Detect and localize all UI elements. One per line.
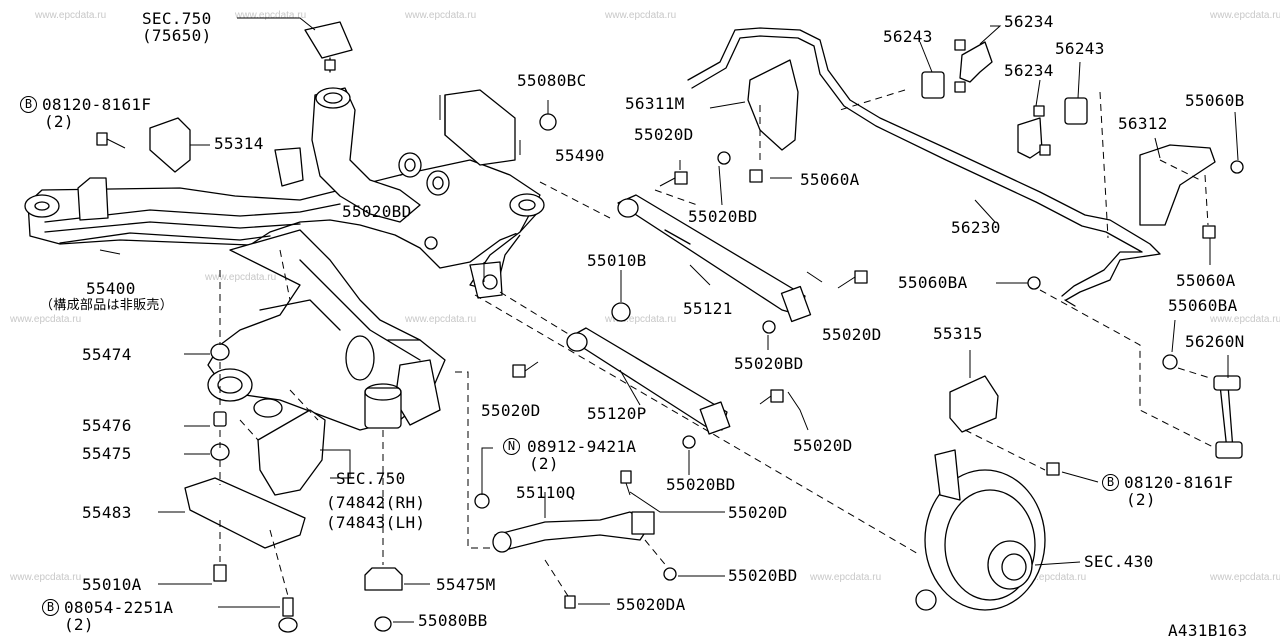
mount-stack-left bbox=[184, 343, 306, 633]
label-55010a[interactable]: 55010A bbox=[82, 575, 142, 594]
label-55020bd-a[interactable]: 55020BD bbox=[342, 202, 412, 221]
label-55400-note: （構成部品は非販売） bbox=[40, 298, 174, 313]
label-55120p[interactable]: 55120P bbox=[587, 404, 647, 423]
label-55490[interactable]: 55490 bbox=[555, 146, 605, 165]
label-55476[interactable]: 55476 bbox=[82, 416, 132, 435]
label-sec750-mid[interactable]: SEC.750 bbox=[336, 469, 406, 488]
label-sec750-top[interactable]: SEC.750 bbox=[142, 9, 212, 28]
label-55121[interactable]: 55121 bbox=[683, 299, 733, 318]
label-55315[interactable]: 55315 bbox=[933, 324, 983, 343]
axle-hub-sec430 bbox=[915, 449, 1046, 611]
label-56312[interactable]: 56312 bbox=[1118, 114, 1168, 133]
label-74842-rh[interactable]: (74842(RH) bbox=[326, 493, 426, 512]
bolt-mark-b: B bbox=[42, 599, 59, 616]
label-55060ba-a[interactable]: 55060BA bbox=[898, 273, 968, 292]
link-55121 bbox=[617, 194, 812, 323]
bolt-mark-b: B bbox=[20, 96, 37, 113]
label-08054-2251a-qty: (2) bbox=[64, 615, 94, 634]
label-55060a-b[interactable]: 55060A bbox=[1176, 271, 1236, 290]
label-55080bc[interactable]: 55080BC bbox=[517, 71, 587, 90]
bracket-56311m bbox=[747, 59, 799, 151]
label-56230[interactable]: 56230 bbox=[951, 218, 1001, 237]
watermark: www.epcdata.ru bbox=[235, 10, 307, 21]
label-55020bd-c[interactable]: 55020BD bbox=[734, 354, 804, 373]
watermark: www.epcdata.ru bbox=[605, 314, 677, 325]
watermark: www.epcdata.ru bbox=[1210, 314, 1280, 325]
watermark: www.epcdata.ru bbox=[10, 314, 82, 325]
label-08120-8161f-top-qty: (2) bbox=[44, 112, 74, 131]
label-55020d-b[interactable]: 55020D bbox=[822, 325, 882, 344]
label-08912-9421a[interactable]: 08912-9421A bbox=[527, 437, 637, 456]
clamp-56234-b bbox=[1017, 117, 1043, 159]
rear-suspension-member bbox=[24, 87, 545, 431]
label-56243-a[interactable]: 56243 bbox=[883, 27, 933, 46]
label-08120-8161f-top[interactable]: 08120-8161F bbox=[42, 95, 152, 114]
label-55020bd-e[interactable]: 55020BD bbox=[728, 566, 798, 585]
label-55020d-c[interactable]: 55020D bbox=[481, 401, 541, 420]
label-55475m[interactable]: 55475M bbox=[436, 575, 496, 594]
label-55020bd-b[interactable]: 55020BD bbox=[688, 207, 758, 226]
watermark: www.epcdata.ru bbox=[10, 572, 82, 583]
bracket-55315 bbox=[949, 375, 999, 433]
label-55474[interactable]: 55474 bbox=[82, 345, 132, 364]
clamp-56234-a bbox=[959, 41, 993, 83]
label-55010b[interactable]: 55010B bbox=[587, 251, 647, 270]
stabilizer-bar-56230 bbox=[687, 27, 1161, 307]
label-55400[interactable]: 55400 bbox=[86, 279, 136, 298]
fasteners bbox=[96, 39, 1244, 609]
bolt-mark-b: B bbox=[1102, 474, 1119, 491]
label-08054-2251a[interactable]: 08054-2251A bbox=[64, 598, 174, 617]
label-55060ba-b[interactable]: 55060BA bbox=[1168, 296, 1238, 315]
label-55020d-a[interactable]: 55020D bbox=[634, 125, 694, 144]
label-56234-b[interactable]: 56234 bbox=[1004, 61, 1054, 80]
dynamic-damper-55490 bbox=[439, 89, 516, 166]
label-55060b[interactable]: 55060B bbox=[1185, 91, 1245, 110]
label-55475[interactable]: 55475 bbox=[82, 444, 132, 463]
bracket-55314 bbox=[149, 117, 191, 173]
sec750-mid-bracket bbox=[257, 409, 326, 496]
diagram-code: A431B163 bbox=[1168, 621, 1248, 640]
bushing-56243-b bbox=[1064, 97, 1088, 125]
assembly-lines bbox=[219, 89, 1216, 597]
label-55020bd-d[interactable]: 55020BD bbox=[666, 475, 736, 494]
label-74843-lh[interactable]: (74843(LH) bbox=[326, 513, 426, 532]
label-55483[interactable]: 55483 bbox=[82, 503, 132, 522]
label-sec750-top-sub: (75650) bbox=[142, 26, 212, 45]
label-56311m[interactable]: 56311M bbox=[625, 94, 685, 113]
stabilizer-link-56260n bbox=[1213, 375, 1243, 459]
label-56260n[interactable]: 56260N bbox=[1185, 332, 1245, 351]
nut-mark-n: N bbox=[503, 438, 520, 455]
label-08120-8161f-bottom-qty: (2) bbox=[1126, 490, 1156, 509]
label-55020d-e[interactable]: 55020D bbox=[728, 503, 788, 522]
watermark: www.epcdata.ru bbox=[405, 10, 477, 21]
label-55080bb[interactable]: 55080BB bbox=[418, 611, 488, 630]
bushing-56243-a bbox=[921, 71, 945, 99]
label-55020d-d[interactable]: 55020D bbox=[793, 436, 853, 455]
watermark: www.epcdata.ru bbox=[1210, 10, 1280, 21]
link-55110q bbox=[492, 511, 655, 553]
bracket-56312 bbox=[1139, 144, 1216, 226]
washer-55080bc bbox=[539, 113, 557, 131]
watermark: www.epcdata.ru bbox=[405, 314, 477, 325]
leader-lines bbox=[99, 17, 1239, 623]
watermark: www.epcdata.ru bbox=[35, 10, 107, 21]
label-sec430[interactable]: SEC.430 bbox=[1084, 552, 1154, 571]
label-55314[interactable]: 55314 bbox=[214, 134, 264, 153]
label-55110q[interactable]: 55110Q bbox=[516, 483, 576, 502]
watermark: www.epcdata.ru bbox=[1015, 572, 1087, 583]
label-56243-b[interactable]: 56243 bbox=[1055, 39, 1105, 58]
label-08912-9421a-qty: (2) bbox=[529, 454, 559, 473]
watermark: www.epcdata.ru bbox=[1210, 572, 1280, 583]
watermark: www.epcdata.ru bbox=[605, 10, 677, 21]
watermark: www.epcdata.ru bbox=[810, 572, 882, 583]
mount-stack-right bbox=[364, 383, 403, 632]
watermark: www.epcdata.ru bbox=[205, 272, 277, 283]
label-56234-a[interactable]: 56234 bbox=[1004, 12, 1054, 31]
label-08120-8161f-bottom[interactable]: 08120-8161F bbox=[1124, 473, 1234, 492]
link-55120p bbox=[566, 327, 731, 435]
label-55060a-a[interactable]: 55060A bbox=[800, 170, 860, 189]
label-55020da[interactable]: 55020DA bbox=[616, 595, 686, 614]
